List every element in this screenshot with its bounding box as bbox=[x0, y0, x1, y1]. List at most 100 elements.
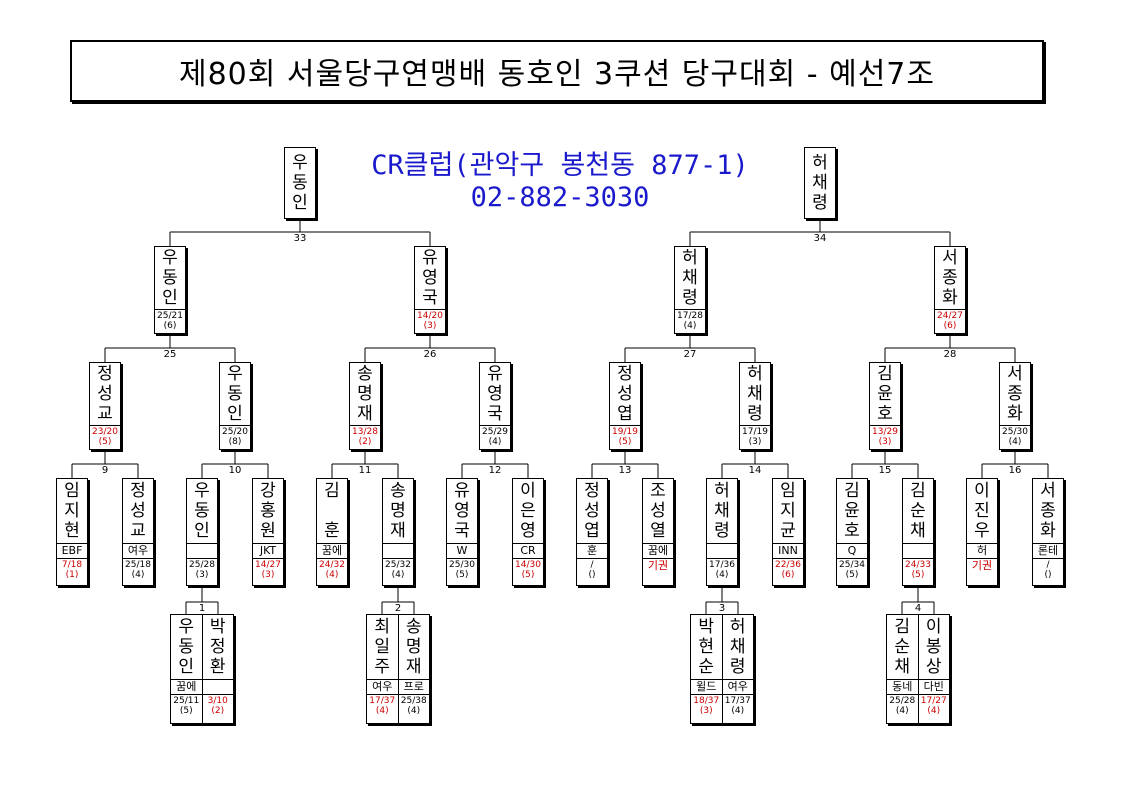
score-cell: 13/28(2) bbox=[350, 425, 380, 447]
name-char: 종 bbox=[1040, 501, 1056, 521]
score-value: 25/18 bbox=[125, 560, 151, 570]
score-value: 24/32 bbox=[319, 560, 345, 570]
name-char: 채 bbox=[747, 384, 763, 404]
result-cell: 기권 bbox=[643, 558, 673, 573]
name-char: 김 bbox=[894, 617, 911, 637]
score-cell: 25/34(5) bbox=[837, 558, 867, 580]
name-char: 정 bbox=[130, 481, 146, 501]
name-char: 령 bbox=[747, 404, 763, 424]
name-char: 인 bbox=[194, 521, 210, 541]
innings-value: (4) bbox=[715, 570, 729, 580]
score-cell: 25/29(4) bbox=[480, 425, 510, 447]
club-cell bbox=[202, 679, 233, 694]
name-char: 채 bbox=[714, 501, 730, 521]
name-char: 송 bbox=[357, 364, 373, 384]
match-number: 14 bbox=[748, 465, 762, 476]
name-char: 종 bbox=[942, 268, 958, 288]
score-value: 7/18 bbox=[61, 560, 83, 570]
name-char: 허 bbox=[729, 617, 746, 637]
name-char: 채 bbox=[894, 657, 911, 677]
innings-value: (3) bbox=[195, 570, 209, 580]
innings-value: (1) bbox=[65, 570, 79, 580]
name-char: 박 bbox=[698, 617, 715, 637]
name-char: 서 bbox=[1040, 481, 1056, 501]
score-value: 25/28 bbox=[189, 560, 215, 570]
club-cell: EBF bbox=[57, 543, 87, 558]
innings-value: (4) bbox=[131, 570, 145, 580]
match-number: 4 bbox=[914, 603, 922, 614]
name-char: 우 bbox=[162, 248, 178, 268]
name-char: 이 bbox=[925, 617, 942, 637]
innings-value: (3) bbox=[423, 321, 437, 331]
score-value: 25/30 bbox=[1002, 427, 1028, 437]
name-char: 이 bbox=[974, 481, 990, 501]
score-cell: 7/18(1) bbox=[57, 558, 87, 580]
score-value: 13/28 bbox=[352, 427, 378, 437]
score-value: 25/30 bbox=[449, 560, 475, 570]
match-number: 2 bbox=[394, 603, 402, 614]
name-char: 우 bbox=[194, 481, 210, 501]
score-cell: /() bbox=[1033, 558, 1063, 580]
name-char: 유 bbox=[454, 481, 470, 501]
name-char: 박 bbox=[209, 617, 226, 637]
score-cell: 17/37(4) bbox=[367, 694, 398, 716]
score-cell: 25/18(4) bbox=[123, 558, 153, 580]
name-char: 령 bbox=[812, 193, 828, 213]
name-char: 조 bbox=[650, 481, 666, 501]
name-char: 열 bbox=[650, 521, 666, 541]
innings-value: (3) bbox=[261, 570, 275, 580]
innings-value: (6) bbox=[781, 570, 795, 580]
match-number: 34 bbox=[813, 233, 827, 244]
innings-value: (4) bbox=[731, 706, 745, 716]
name-char: 인 bbox=[292, 193, 308, 213]
name-char: 국 bbox=[454, 521, 470, 541]
name-char: 윤 bbox=[844, 501, 860, 521]
name-char: 현 bbox=[64, 521, 80, 541]
innings-value: (2) bbox=[211, 706, 225, 716]
club-cell: 프로 bbox=[398, 679, 429, 694]
name-char: 일 bbox=[374, 637, 391, 657]
name-char: 허 bbox=[714, 481, 730, 501]
score-value: 22/36 bbox=[775, 560, 801, 570]
innings-value: (5) bbox=[911, 570, 925, 580]
score-value: 17/19 bbox=[742, 427, 768, 437]
name-char: 재 bbox=[405, 657, 422, 677]
name-char: 동 bbox=[227, 384, 243, 404]
club-cell: INN bbox=[773, 543, 803, 558]
score-value: 23/20 bbox=[92, 427, 118, 437]
score-value: 25/32 bbox=[385, 560, 411, 570]
name-char: 호 bbox=[877, 404, 893, 424]
name-char: 인 bbox=[227, 404, 243, 424]
club-cell: 여우 bbox=[722, 679, 753, 694]
name-char: 김 bbox=[877, 364, 893, 384]
innings-value: (2) bbox=[358, 437, 372, 447]
name-char: 우 bbox=[974, 521, 990, 541]
match-number: 15 bbox=[878, 465, 892, 476]
name-char: 환 bbox=[209, 657, 226, 677]
club-cell: 허 bbox=[967, 543, 997, 558]
match-number: 11 bbox=[358, 465, 372, 476]
innings-value: (3) bbox=[699, 706, 713, 716]
club-cell: 훈 bbox=[577, 543, 607, 558]
